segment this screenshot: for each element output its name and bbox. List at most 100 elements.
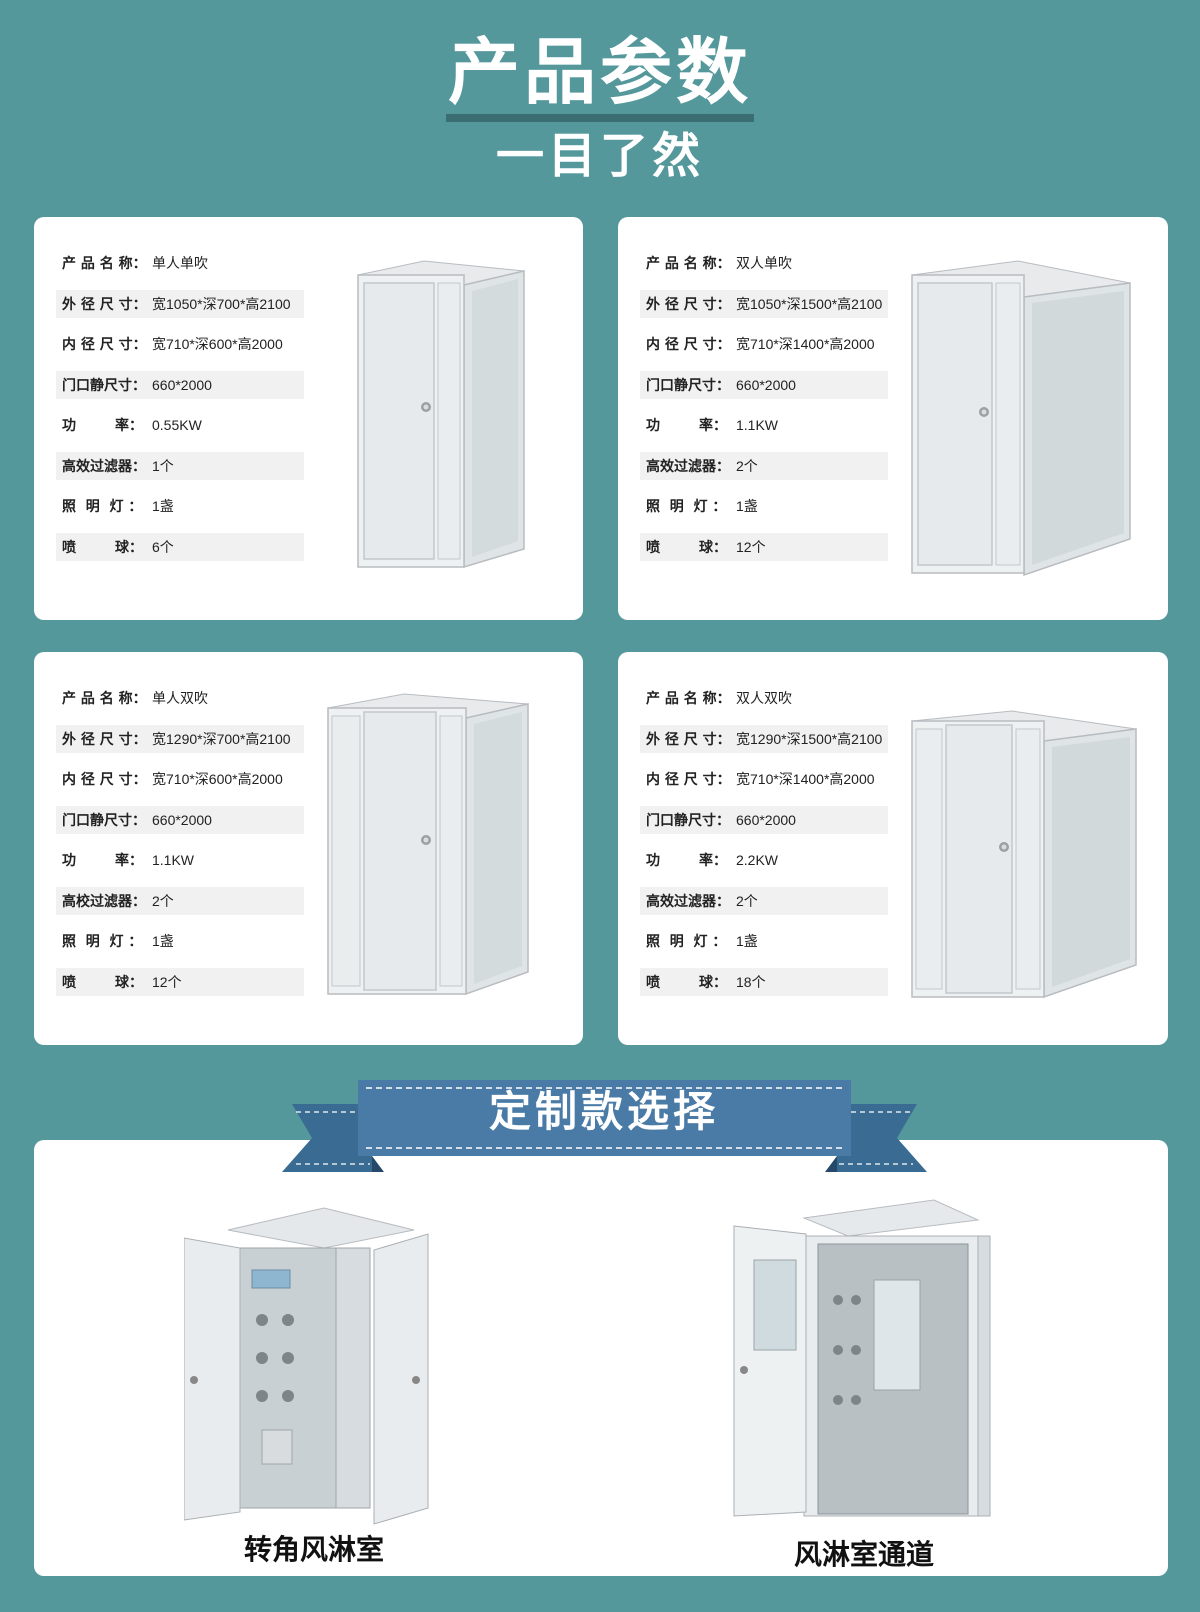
spec-value: 1个 bbox=[152, 457, 174, 474]
page-subtitle: 一目了然 bbox=[495, 128, 704, 184]
spec-row: 门口静尺寸： 660*2000 bbox=[56, 370, 304, 399]
spec-label: 产 品 名 称： bbox=[646, 691, 731, 707]
spec-label: 外 径 尺 寸： bbox=[646, 296, 731, 313]
spec-value: 双人双吹 bbox=[736, 690, 792, 706]
spec-label: 内 径 尺 寸： bbox=[646, 772, 731, 788]
spec-value: 660*2000 bbox=[152, 811, 212, 828]
spec-label: 喷 球： bbox=[62, 974, 143, 991]
spec-label: 照 明 灯 ： bbox=[62, 934, 143, 950]
spec-row: 高效过滤器： 1个 bbox=[56, 451, 304, 480]
spec-row: 喷 球： 12个 bbox=[56, 967, 304, 996]
spec-value: 12个 bbox=[152, 973, 182, 990]
spec-value: 1.1KW bbox=[736, 417, 779, 433]
spec-row: 照 明 灯 ： 1盏 bbox=[640, 492, 888, 520]
spec-label: 照 明 灯 ： bbox=[646, 499, 727, 515]
spec-label: 外 径 尺 寸： bbox=[646, 731, 731, 748]
spec-value: 6个 bbox=[152, 538, 174, 555]
spec-row: 门口静尺寸： 660*2000 bbox=[640, 370, 888, 399]
spec-value: 12个 bbox=[736, 538, 766, 555]
product-card-double-double-blow: 产 品 名 称： 双人双吹 外 径 尺 寸： 宽1290*深1500*高2100 内… bbox=[618, 652, 1168, 1045]
spec-value: 2个 bbox=[736, 457, 758, 474]
spec-label: 内 径 尺 寸： bbox=[62, 337, 147, 353]
spec-label: 门口静尺寸： bbox=[646, 377, 730, 394]
spec-label: 功 率： bbox=[646, 418, 727, 434]
spec-row: 外 径 尺 寸： 宽1290*深1500*高2100 bbox=[640, 724, 888, 753]
air-shower-image bbox=[911, 710, 1137, 999]
spec-label: 高效过滤器： bbox=[646, 893, 730, 910]
spec-label: 高效过滤器： bbox=[646, 458, 730, 475]
product-card-double-single-blow: 产 品 名 称：双人单吹 外 径 尺 寸： 宽1050*深1500*高2100 内… bbox=[618, 217, 1168, 620]
spec-label: 喷 球： bbox=[646, 974, 727, 991]
spec-row: 内 径 尺 寸：宽710*深1400*高2000 bbox=[640, 330, 888, 358]
spec-value: 1盏 bbox=[736, 933, 758, 949]
spec-row: 喷 球： 12个 bbox=[640, 532, 888, 561]
spec-row: 门口静尺寸： 660*2000 bbox=[56, 805, 304, 834]
corner-air-shower-caption: 转角风淋室 bbox=[243, 1533, 384, 1566]
air-shower-image bbox=[357, 260, 525, 569]
spec-row: 喷 球： 18个 bbox=[640, 967, 888, 996]
spec-value: 660*2000 bbox=[736, 811, 796, 828]
spec-label: 外 径 尺 寸： bbox=[62, 296, 147, 313]
spec-value: 660*2000 bbox=[736, 376, 796, 393]
spec-value: 1盏 bbox=[152, 498, 174, 514]
spec-label: 内 径 尺 寸： bbox=[62, 772, 147, 788]
spec-label: 功 率： bbox=[62, 418, 143, 434]
spec-label: 产 品 名 称： bbox=[62, 256, 147, 272]
spec-row: 产 品 名 称：单人单吹 bbox=[56, 249, 304, 277]
custom-section-title: 定制款选择 bbox=[488, 1087, 719, 1136]
spec-row: 门口静尺寸： 660*2000 bbox=[640, 805, 888, 834]
air-shower-passage-caption: 风淋室通道 bbox=[793, 1538, 934, 1571]
spec-label: 高校过滤器： bbox=[62, 893, 146, 910]
spec-value: 宽1050*深1500*高2100 bbox=[736, 295, 883, 312]
spec-label: 门口静尺寸： bbox=[646, 812, 730, 829]
air-shower-passage-image bbox=[733, 1199, 991, 1517]
spec-list: 产 品 名 称：双人单吹 外 径 尺 寸： 宽1050*深1500*高2100 内… bbox=[640, 249, 888, 573]
spec-value: 2个 bbox=[736, 892, 758, 909]
spec-row: 照 明 灯 ： 1盏 bbox=[640, 927, 888, 955]
spec-value: 1盏 bbox=[152, 933, 174, 949]
custom-options-card: 转角风淋室 风淋室通道 bbox=[34, 1140, 1168, 1576]
spec-label: 门口静尺寸： bbox=[62, 377, 146, 394]
spec-row: 喷 球：6个 bbox=[56, 532, 304, 561]
spec-row: 功 率： 2.2KW bbox=[640, 846, 888, 874]
spec-value: 双人单吹 bbox=[736, 255, 792, 271]
custom-ribbon-banner bbox=[282, 1080, 927, 1172]
spec-row: 外 径 尺 寸： 宽1050*深1500*高2100 bbox=[640, 289, 888, 318]
spec-row: 功 率： 1.1KW bbox=[56, 846, 304, 874]
spec-row: 产 品 名 称：双人单吹 bbox=[640, 249, 888, 277]
spec-row: 高效过滤器： 2个 bbox=[640, 886, 888, 915]
spec-row: 内 径 尺 寸： 宽710*深600*高2000 bbox=[56, 330, 304, 358]
spec-label: 门口静尺寸： bbox=[62, 812, 146, 829]
spec-label: 高效过滤器： bbox=[62, 458, 146, 475]
spec-row: 产 品 名 称： 单人双吹 bbox=[56, 684, 304, 712]
spec-value: 单人双吹 bbox=[152, 690, 208, 706]
spec-label: 功 率： bbox=[62, 853, 143, 869]
spec-row: 照 明 灯 ： 1盏 bbox=[56, 927, 304, 955]
spec-value: 18个 bbox=[736, 973, 766, 990]
spec-value: 宽710*深600*高2000 bbox=[152, 771, 283, 787]
spec-row: 内 径 尺 寸： 宽710*深600*高2000 bbox=[56, 765, 304, 793]
corner-air-shower-image bbox=[184, 1207, 429, 1525]
spec-list: 产 品 名 称：单人单吹 外 径 尺 寸：宽1050*深700*高2100 内 … bbox=[56, 249, 304, 573]
spec-label: 内 径 尺 寸： bbox=[646, 337, 731, 353]
spec-label: 喷 球： bbox=[646, 539, 727, 556]
spec-value: 660*2000 bbox=[152, 376, 212, 393]
air-shower-image bbox=[327, 693, 529, 996]
spec-value: 宽1290*深1500*高2100 bbox=[736, 730, 883, 747]
spec-row: 产 品 名 称： 双人双吹 bbox=[640, 684, 888, 712]
spec-row: 外 径 尺 寸：宽1050*深700*高2100 bbox=[56, 289, 304, 318]
spec-row: 高效过滤器： 2个 bbox=[640, 451, 888, 480]
spec-label: 产 品 名 称： bbox=[62, 691, 147, 707]
spec-value: 1.1KW bbox=[152, 852, 195, 868]
spec-value: 宽1290*深700*高2100 bbox=[152, 730, 291, 747]
spec-value: 2.2KW bbox=[736, 852, 779, 868]
spec-value: 0.55KW bbox=[152, 417, 202, 433]
spec-label: 照 明 灯 ： bbox=[62, 499, 143, 515]
spec-list: 产 品 名 称：单人双吹 外 径 尺 寸：宽1290*深700*高2100 内 … bbox=[56, 684, 304, 1008]
spec-value: 1盏 bbox=[736, 498, 758, 514]
spec-value: 宽710*深600*高2000 bbox=[152, 336, 283, 352]
page-header: 产品参数 一目了然 bbox=[0, 30, 1200, 186]
spec-row: 照 明 灯 ： 1盏 bbox=[56, 492, 304, 520]
air-shower-image bbox=[911, 260, 1131, 577]
spec-value: 宽710*深1400*高2000 bbox=[736, 771, 875, 787]
